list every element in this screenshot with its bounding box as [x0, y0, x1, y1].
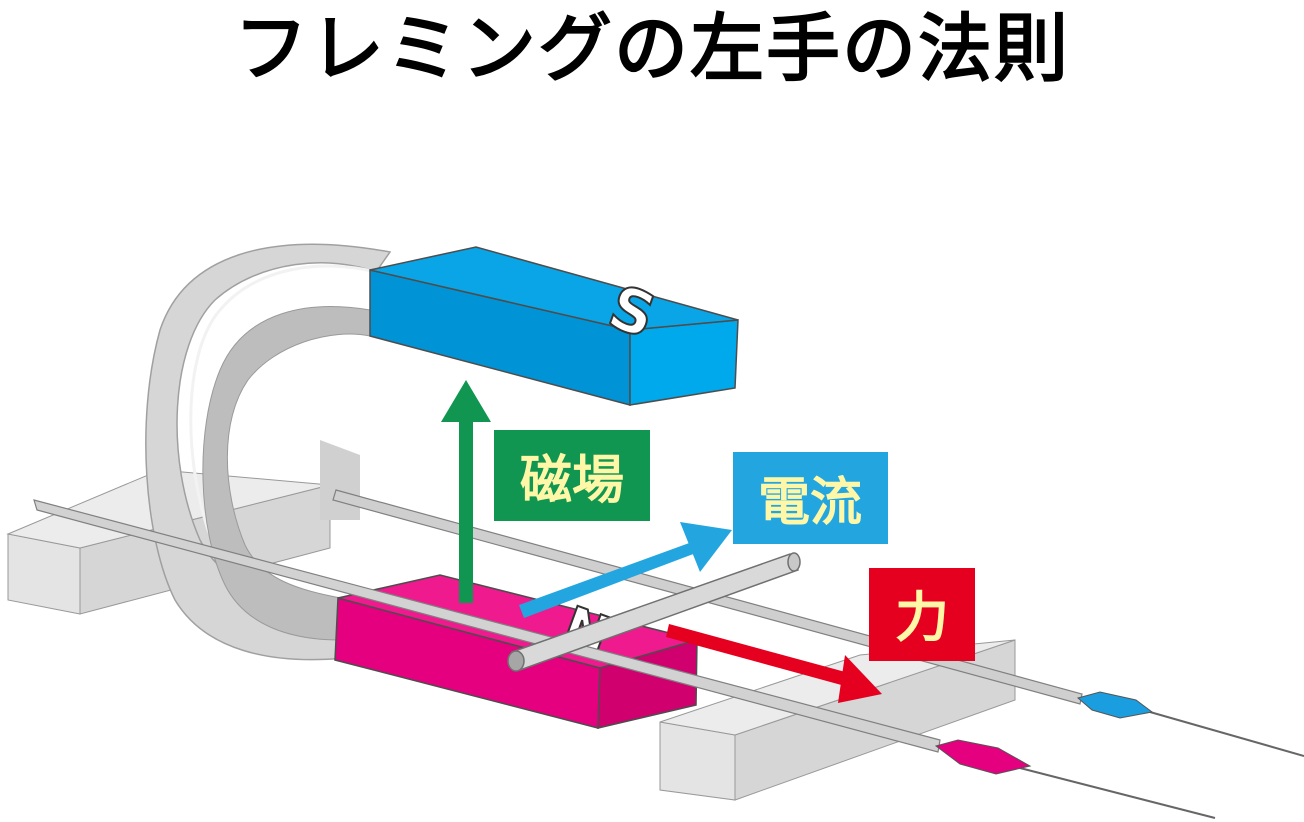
force-label-box: 力: [869, 568, 975, 661]
magnetic-field-label-box: 磁場: [494, 430, 650, 521]
south-pole-block: S: [369, 246, 739, 406]
diagram-title: フレミングの左手の法則: [234, 6, 1070, 92]
magnetic-field-label: 磁場: [520, 451, 624, 511]
current-label: 電流: [758, 473, 862, 533]
magnetic-field-arrow: [441, 380, 491, 603]
conductor-rod: [507, 552, 801, 672]
force-label: 力: [895, 586, 949, 649]
current-label-box: 電流: [733, 452, 888, 544]
front-rail: [33, 499, 1216, 819]
force-arrow: [666, 624, 882, 703]
current-arrow: [519, 522, 732, 618]
north-pole-block: N: [334, 574, 700, 729]
